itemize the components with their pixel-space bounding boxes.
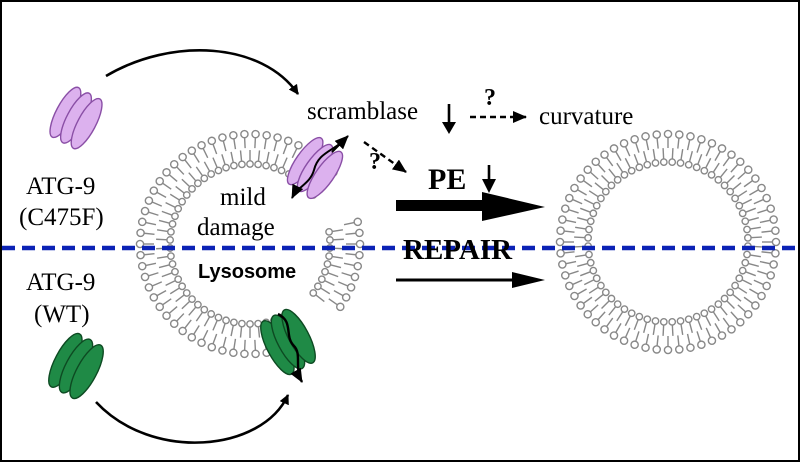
damage-label: damage — [197, 214, 275, 241]
lipid-flip-upper-head-icon — [331, 135, 349, 153]
wt-variant-label: (WT) — [34, 301, 90, 328]
repaired-membrane-icon — [555, 129, 781, 355]
atg9-mutant-protein-icon — [49, 86, 103, 150]
embedded-wt-protein-icon — [260, 308, 316, 376]
curvature-label: curvature — [539, 103, 633, 130]
mild-label: mild — [220, 184, 266, 211]
mutant-variant-label: (C475F) — [19, 204, 104, 231]
lysosome-membrane-icon — [135, 129, 365, 359]
lipid-flip-upper-icon — [291, 141, 343, 199]
pe-decrease-icon — [482, 165, 496, 193]
wt-delivery-arrow — [95, 394, 290, 444]
mutant-name-label: ATG-9 — [26, 173, 95, 200]
lysosome-label: Lysosome — [198, 261, 296, 283]
curvature-question-mark: ? — [484, 85, 496, 111]
mutant-delivery-arrow — [105, 49, 300, 95]
wt-name-label: ATG-9 — [26, 269, 95, 296]
scramblase-label: scramblase — [307, 98, 418, 125]
wt-repair-thin-arrow — [396, 272, 545, 288]
repair-label: REPAIR — [403, 234, 513, 266]
pe-question-mark: ? — [369, 149, 381, 175]
scramblase-to-pe-arrow — [363, 141, 407, 173]
pe-repair-thick-arrow — [396, 192, 545, 221]
pe-label: PE — [428, 163, 466, 196]
atg9-wt-protein-icon — [48, 332, 104, 400]
lipid-flip-lower-icon — [277, 312, 304, 383]
scramblase-decrease-icon — [442, 104, 456, 134]
